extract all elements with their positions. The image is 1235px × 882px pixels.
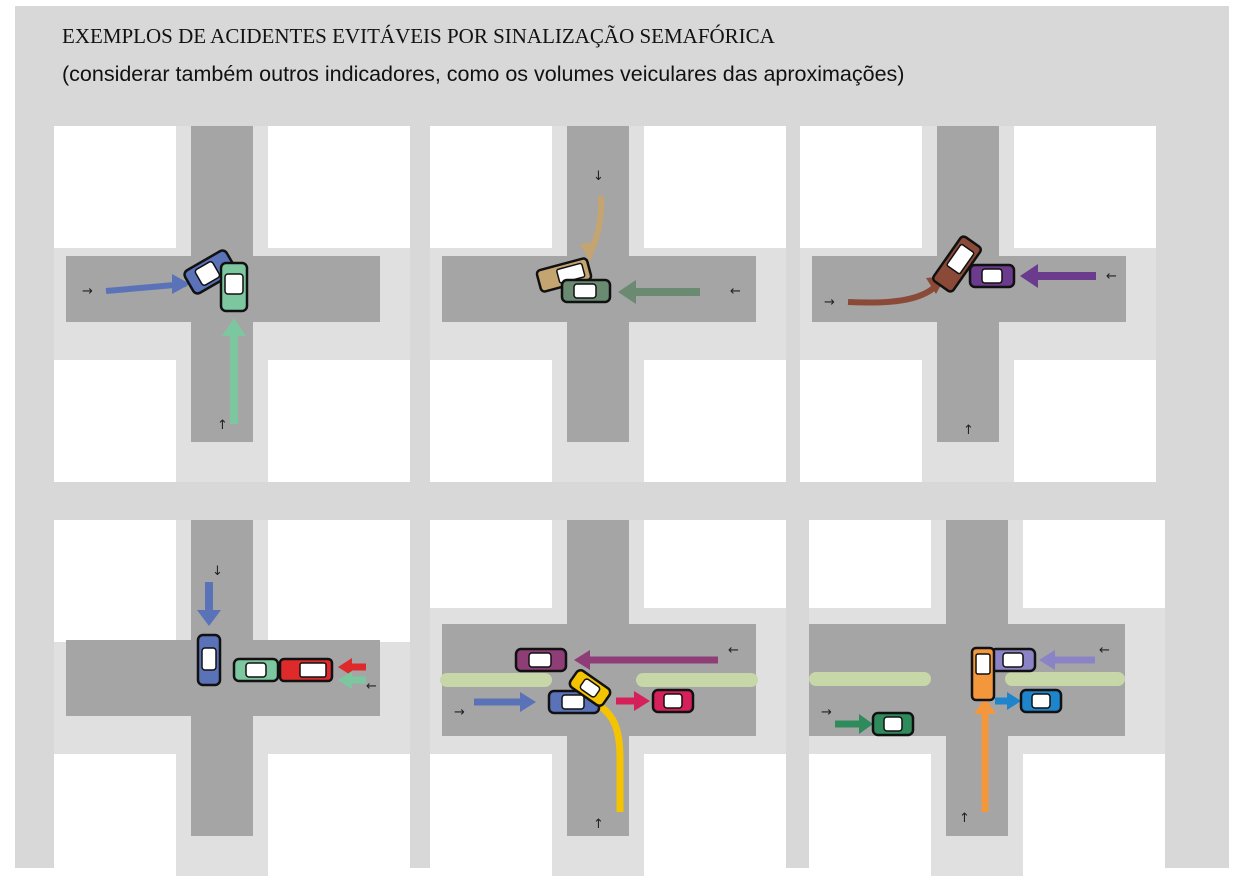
- intersection: [800, 126, 1156, 482]
- car: [183, 249, 237, 295]
- figure-title: EXEMPLOS DE ACIDENTES EVITÁVEIS POR SINA…: [62, 24, 775, 48]
- car: [968, 263, 1016, 289]
- intersection-diagram-4: ↓ ←: [54, 520, 410, 876]
- direction-arrow-up: ↑: [959, 811, 970, 826]
- direction-arrow-down: ↓: [593, 169, 604, 184]
- car: [1019, 688, 1063, 714]
- direction-arrow-left: ←: [728, 643, 739, 658]
- direction-arrow-down: ↓: [212, 564, 223, 579]
- panel-turn-collision: → ← ↑: [800, 126, 1156, 482]
- path-arrowhead: [634, 691, 650, 711]
- road: [809, 520, 1125, 836]
- car: [560, 278, 612, 304]
- direction-arrow-right: →: [824, 295, 835, 310]
- car: [568, 669, 612, 707]
- panel-left-turn-collision: ↓ ←: [430, 126, 786, 482]
- path-arrowhead: [1039, 650, 1055, 670]
- car: [871, 711, 915, 737]
- intersection: [54, 520, 410, 876]
- car: [514, 647, 568, 673]
- median: [636, 673, 758, 687]
- intersection-diagram-6: → ← ↑: [809, 520, 1165, 876]
- path-arrowhead: [1020, 264, 1038, 288]
- intersection-diagram-5: → ← ↑: [430, 520, 786, 876]
- car: [970, 646, 996, 702]
- car: [278, 657, 334, 683]
- path-arrowhead: [338, 658, 352, 676]
- path-arrowhead: [1007, 692, 1021, 710]
- path-arrowhead: [618, 280, 636, 304]
- direction-arrow-left: ←: [366, 679, 377, 694]
- panel-right-angle-collision: → ↑: [54, 126, 410, 482]
- panel-median-left-turn-collision: → ← ↑: [430, 520, 786, 876]
- direction-arrow-left: ←: [1099, 643, 1110, 658]
- direction-arrow-right: →: [82, 284, 93, 299]
- median: [440, 673, 552, 687]
- car: [989, 647, 1037, 673]
- path-arrowhead: [580, 242, 598, 262]
- path-arrowhead: [974, 698, 996, 714]
- intersection-diagram-3: → ← ↑: [800, 126, 1156, 482]
- direction-arrow-up: ↑: [217, 418, 228, 433]
- car: [651, 688, 695, 714]
- road: [442, 520, 756, 836]
- car: [219, 261, 249, 313]
- road: [66, 520, 380, 836]
- path-arrowhead: [172, 274, 190, 294]
- path-arrowhead: [222, 318, 246, 336]
- direction-arrow-right: →: [454, 705, 465, 720]
- car: [232, 657, 280, 683]
- car: [196, 633, 222, 687]
- direction-arrow-up: ↑: [593, 817, 604, 832]
- path-arrowhead: [574, 650, 590, 670]
- direction-arrow-up: ↑: [963, 423, 974, 438]
- path-arrowhead: [520, 692, 536, 712]
- vehicle-path: [847, 283, 939, 306]
- vehicle-path: [597, 703, 624, 812]
- median: [809, 672, 931, 686]
- car: [932, 235, 982, 293]
- direction-arrow-left: ←: [1106, 269, 1117, 284]
- path-arrowhead: [197, 610, 221, 626]
- figure-subtitle: (considerar também outros indicadores, c…: [62, 62, 905, 86]
- intersection-diagram-1: → ↑: [54, 126, 410, 482]
- panel-median-turn-collision: → ← ↑: [809, 520, 1165, 876]
- path-arrowhead: [859, 714, 873, 734]
- panel-rear-end-collision: ↓ ←: [54, 520, 410, 876]
- intersection-diagram-2: ↓ ←: [430, 126, 786, 482]
- intersection: [430, 126, 786, 482]
- direction-arrow-left: ←: [730, 284, 741, 299]
- direction-arrow-right: →: [821, 705, 832, 720]
- path-arrowhead: [338, 671, 352, 689]
- road: [812, 126, 1126, 442]
- median: [1005, 672, 1125, 686]
